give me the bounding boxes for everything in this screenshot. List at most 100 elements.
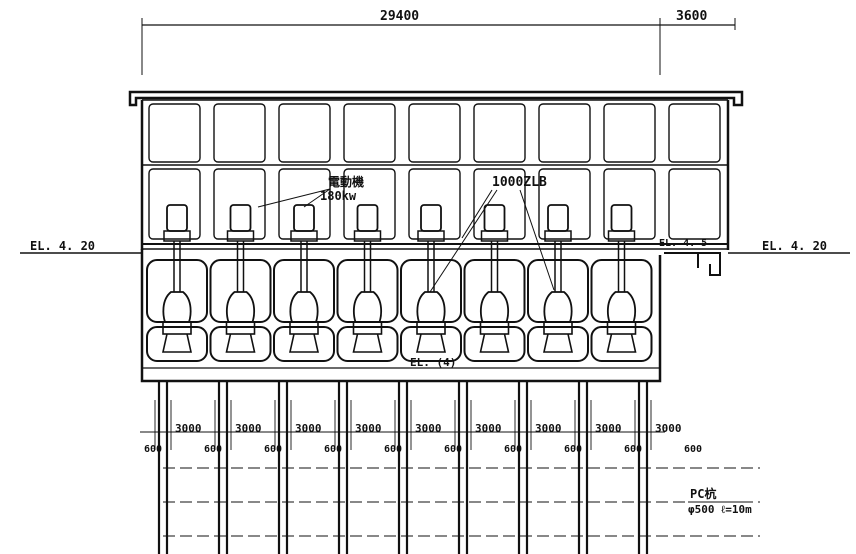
motor-base: [290, 230, 318, 242]
pile-spec-annotation: PC杭 φ500 ℓ=10m: [688, 486, 752, 516]
pump-casing: [352, 291, 383, 323]
pump-lower-chamber: [400, 326, 462, 362]
pump-casing: [162, 291, 192, 323]
side-width-label: 3600: [676, 9, 707, 24]
pump-bell: [606, 321, 637, 335]
pump-units: [146, 204, 653, 362]
pump-bell: [162, 321, 192, 335]
edge-distance-label-3: 600: [264, 444, 282, 455]
pump-upper-chamber: [527, 259, 589, 323]
lower-bay-1: [148, 168, 201, 240]
pile-3: [277, 381, 289, 554]
pump-upper-chamber: [463, 259, 526, 323]
pile-spacing-label-5: 3000: [415, 422, 442, 435]
upper-bay-4: [343, 103, 396, 163]
overall-dimension: 29400 3600: [141, 9, 736, 75]
pump-unit-1: [146, 204, 208, 362]
lower-bay-3: [278, 168, 331, 240]
pump-upper-chamber: [146, 259, 208, 323]
edge-distance-label-1: 600: [144, 444, 162, 455]
pump-casing: [225, 291, 256, 323]
upper-bay-9: [668, 103, 721, 163]
elevation-left: EL. 4. 20: [30, 239, 95, 253]
lower-bay-9: [668, 168, 721, 240]
motor-base: [417, 230, 445, 242]
suction-cone: [416, 333, 446, 353]
motor-annotation: 電動機 180kw: [257, 174, 364, 208]
motor-title: 電動機: [328, 174, 364, 189]
upper-bay-7: [538, 103, 591, 163]
upper-bay-5: [408, 103, 461, 163]
suction-cone: [479, 333, 510, 353]
pump-floor-elevation: EL. (4): [410, 356, 456, 369]
motor-power: 180kw: [320, 189, 357, 203]
pump-lower-chamber: [527, 326, 589, 362]
pile-1: [157, 381, 169, 554]
pump-bell: [289, 321, 319, 335]
pile-spacing-label-7: 3000: [535, 422, 562, 435]
edge-distance-label-9: 600: [624, 444, 642, 455]
lower-bay-2: [213, 168, 266, 240]
ground-line: [20, 243, 850, 276]
pile-7: [517, 381, 529, 554]
lower-bay-5: [408, 168, 461, 240]
motor-body: [610, 204, 633, 232]
pump-pit-substructure: [140, 249, 662, 383]
elevation-right-inner: EL. 4. 5: [659, 238, 707, 249]
pump-bell: [352, 321, 383, 335]
pump-unit-7: [527, 204, 589, 362]
pile-spacing-label-6: 3000: [475, 422, 502, 435]
pile-spacing-label-9: 3000: [655, 422, 682, 435]
pump-unit-6: [463, 204, 526, 362]
pile-spacing-label-4: 3000: [355, 422, 382, 435]
edge-distance-label-10: 600: [684, 444, 702, 455]
motor-base: [226, 230, 255, 242]
motor-base: [163, 230, 191, 242]
motor-body: [547, 204, 569, 232]
pile-spacing-label-2: 3000: [235, 422, 262, 435]
motor-body: [420, 204, 442, 232]
pile-6: [457, 381, 469, 554]
pump-bell: [479, 321, 510, 335]
lower-bay-4: [343, 168, 396, 240]
pump-casing: [479, 291, 510, 323]
roof-slab: [128, 90, 744, 107]
edge-distance-label-6: 600: [444, 444, 462, 455]
motor-body: [483, 204, 506, 232]
suction-cone: [225, 333, 256, 353]
motor-base: [353, 230, 382, 242]
pump-unit-2: [209, 204, 272, 362]
pc-piles: [157, 381, 760, 554]
pump-lower-chamber: [209, 326, 272, 362]
pump-casing: [416, 291, 446, 323]
pump-lower-chamber: [463, 326, 526, 362]
upper-bay-8: [603, 103, 656, 163]
edge-distance-label-5: 600: [384, 444, 402, 455]
motor-body: [229, 204, 252, 232]
pump-unit-5: [400, 204, 462, 362]
pile-title: PC杭: [690, 486, 716, 501]
edge-distance-label-7: 600: [504, 444, 522, 455]
pump-lower-chamber: [273, 326, 335, 362]
pile-4: [337, 381, 349, 554]
pump-casing: [289, 291, 319, 323]
pile-8: [577, 381, 589, 554]
motor-base: [607, 230, 636, 242]
pile-spacing-label-3: 3000: [295, 422, 322, 435]
pump-model-annotation: 1000ZLB: [429, 175, 555, 293]
pump-lower-chamber: [590, 326, 653, 362]
motor-body: [293, 204, 315, 232]
edge-distance-label-2: 600: [204, 444, 222, 455]
lower-bay-7: [538, 168, 591, 240]
suction-cone: [543, 333, 573, 353]
pump-casing: [606, 291, 637, 323]
pile-spec: φ500 ℓ=10m: [688, 503, 752, 516]
pump-upper-chamber: [590, 259, 653, 323]
pump-upper-chamber: [273, 259, 335, 323]
upper-bay-2: [213, 103, 266, 163]
suction-cone: [606, 333, 637, 353]
pile-spacing-label-8: 3000: [595, 422, 622, 435]
